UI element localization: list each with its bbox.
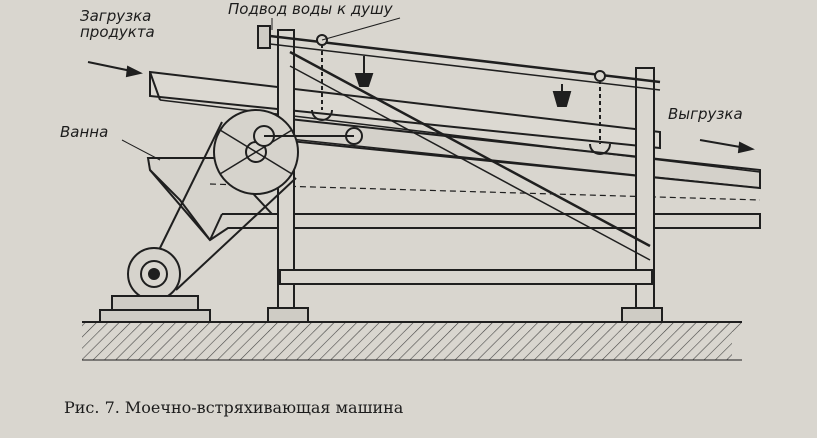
label-loading: Загрузка продукта (80, 8, 170, 40)
electric-motor (99, 247, 211, 323)
loading-arrow (87, 61, 143, 78)
figure-caption: Рис. 7. Моечно-встряхивающая машина (64, 398, 404, 417)
drive-mechanism (159, 109, 363, 291)
label-unloading: Выгрузка (668, 105, 743, 123)
label-loading-line2: продукта (80, 23, 155, 41)
leader-lines (121, 17, 401, 161)
label-loading-line1: Загрузка (80, 7, 152, 25)
label-bath: Ванна (60, 123, 109, 141)
ground-base (82, 321, 742, 361)
label-water-supply: Подвод воды к душу (228, 0, 393, 18)
unloading-arrow (699, 139, 755, 154)
